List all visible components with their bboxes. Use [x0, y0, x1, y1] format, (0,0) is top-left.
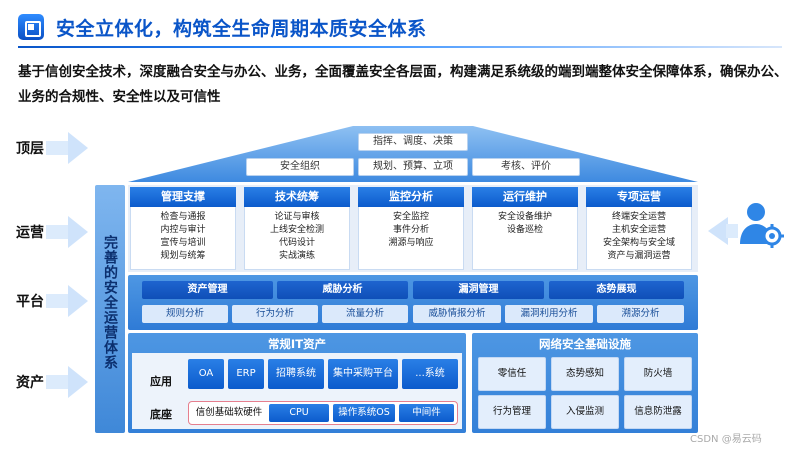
ops-card: 运行维护 安全设备维护 设备巡检: [472, 187, 578, 270]
level-top-label: 顶层: [16, 141, 44, 157]
ops-card-item: 代码设计: [278, 238, 315, 248]
page-title: 安全立体化，构筑全生命周期本质安全体系: [56, 18, 427, 40]
level-platform: 平台: [16, 285, 88, 317]
level-platform-label: 平台: [16, 294, 44, 310]
app-item: ...系统: [402, 359, 458, 389]
ops-card-item: 资产与漏洞运营: [607, 251, 671, 261]
platform-item: 威胁分析: [277, 281, 408, 299]
net-infra-item: 防火墙: [624, 357, 692, 391]
app-item: 招聘系统: [268, 359, 324, 389]
watermark: CSDN @易云码: [690, 434, 762, 445]
ops-card-item: 安全架构与安全域: [602, 238, 675, 248]
ops-card-item: 论证与审核: [274, 212, 320, 222]
ops-card-title: 监控分析: [358, 187, 464, 207]
level-ops-label: 运营: [16, 225, 44, 241]
arrow-right-icon: [68, 132, 88, 164]
ops-card-item: 事件分析: [392, 225, 429, 235]
platform-item: 态势展现: [549, 281, 684, 299]
app-item: 集中采购平台: [328, 359, 398, 389]
app-item: ERP: [228, 359, 264, 389]
platform-subitem: 溯源分析: [597, 305, 684, 323]
arrow-left-icon: [708, 217, 728, 245]
level-assets: 资产: [16, 366, 88, 398]
ops-card-item: 主机安全运营: [611, 225, 666, 235]
chip-icon: [18, 14, 44, 40]
ops-system-label: 完善的安全运营体系: [102, 235, 118, 370]
ops-card-title: 专项运营: [586, 187, 692, 207]
platform-subitem: 规则分析: [142, 305, 228, 323]
roof-pill: 安全组织: [246, 158, 354, 176]
ops-card: 监控分析 安全监控 事件分析 溯源与响应: [358, 187, 464, 270]
ops-card-item: 安全监控: [392, 212, 429, 222]
base-item: CPU: [269, 404, 329, 422]
ops-panel: 管理支撑 检查与通报 内控与审计 宣传与培训 规划与统筹 技术统筹 论证与审核 …: [128, 185, 698, 272]
ops-card-item: 设备巡检: [506, 225, 543, 235]
roof-pill: 规划、预算、立项: [358, 158, 468, 176]
roof-pill: 考核、评价: [472, 158, 580, 176]
platform-subitem: 漏洞利用分析: [505, 305, 593, 323]
ops-card-item: 上线安全检测: [269, 225, 324, 235]
ops-card-item: 实战演练: [278, 251, 315, 261]
base-item: 信创基础软硬件: [195, 407, 263, 418]
net-infra-item: 行为管理: [478, 395, 546, 429]
net-infra-item: 态势感知: [551, 357, 619, 391]
base-item: 中间件: [399, 404, 454, 422]
ops-system-strip: 完善的安全运营体系: [95, 185, 125, 433]
roof-top-pill: 指挥、调度、决策: [358, 133, 468, 151]
platform-panel: 资产管理 威胁分析 漏洞管理 态势展现 规则分析 行为分析 流量分析 威胁情报分…: [128, 275, 698, 330]
ops-card-item: 检查与通报: [160, 212, 206, 222]
platform-subitem: 流量分析: [322, 305, 408, 323]
net-infra-item: 零信任: [478, 357, 546, 391]
ops-card-item: 宣传与培训: [160, 238, 206, 248]
ops-card-item: 安全设备维护: [497, 212, 552, 222]
ops-card-item: 规划与统筹: [160, 251, 206, 261]
arrow-right-icon: [68, 285, 88, 317]
ops-card-title: 管理支撑: [130, 187, 236, 207]
base-item: 操作系统OS: [333, 404, 395, 422]
ops-card-item: 溯源与响应: [388, 238, 434, 248]
net-infra-title: 网络安全基础设施: [539, 337, 631, 351]
base-row-label: 底座: [150, 408, 172, 421]
platform-item: 漏洞管理: [413, 281, 544, 299]
level-top: 顶层: [16, 132, 88, 164]
app-row-label: 应用: [150, 375, 172, 388]
it-assets-panel: 常规IT资产 应用 OA ERP 招聘系统 集中采购平台 ...系统 底座 信创…: [128, 333, 466, 433]
it-assets-title: 常规IT资产: [267, 337, 327, 351]
ops-card: 专项运营 终端安全运营 主机安全运营 安全架构与安全域 资产与漏洞运营: [586, 187, 692, 270]
net-infra-panel: 网络安全基础设施 零信任 态势感知 防火墙 行为管理 入侵监测 信息防泄露: [472, 333, 698, 433]
ops-card-title: 运行维护: [472, 187, 578, 207]
roof-governance: 指挥、调度、决策 安全组织 规划、预算、立项 考核、评价: [128, 126, 698, 182]
platform-subitem: 威胁情报分析: [413, 305, 501, 323]
arrow-right-icon: [68, 216, 88, 248]
arrow-right-icon: [68, 366, 88, 398]
ops-card-item: 终端安全运营: [611, 212, 666, 222]
ops-card-item: 内控与审计: [160, 225, 206, 235]
ops-card: 技术统筹 论证与审核 上线安全检测 代码设计 实战演练: [244, 187, 350, 270]
ops-card: 管理支撑 检查与通报 内控与审计 宣传与培训 规划与统筹: [130, 187, 236, 270]
platform-subitem: 行为分析: [232, 305, 318, 323]
level-assets-label: 资产: [16, 375, 44, 391]
app-item: OA: [188, 359, 224, 389]
user-gear-icon: [738, 200, 784, 248]
base-box: 信创基础软硬件 CPU 操作系统OS 中间件: [188, 401, 458, 425]
title-underline: [18, 46, 782, 48]
intro-text: 基于信创安全技术，深度融合安全与办公、业务，全面覆盖安全各层面，构建满足系统级的…: [18, 64, 788, 105]
net-infra-item: 信息防泄露: [624, 395, 692, 429]
level-ops: 运营: [16, 216, 88, 248]
net-infra-item: 入侵监测: [551, 395, 619, 429]
platform-item: 资产管理: [142, 281, 273, 299]
ops-card-title: 技术统筹: [244, 187, 350, 207]
